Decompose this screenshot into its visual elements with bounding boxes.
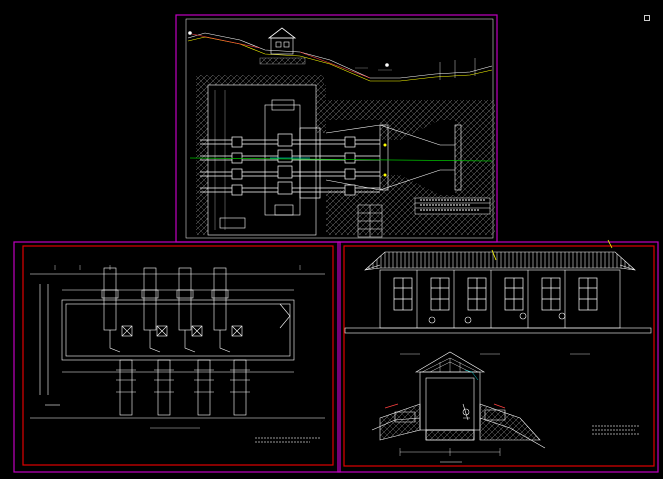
right-sheet-frame bbox=[337, 241, 659, 473]
left-sheet-inner-frame bbox=[22, 245, 334, 466]
left-sheet-frame bbox=[13, 241, 341, 473]
top-sheet[interactable] bbox=[175, 14, 498, 243]
right-sheet-inner-frame bbox=[343, 245, 655, 467]
longitudinal-section bbox=[187, 27, 493, 82]
pump-house-cross-section bbox=[371, 351, 640, 463]
pump-station-plan bbox=[189, 75, 495, 238]
pump-house-elevation bbox=[344, 239, 652, 355]
right-sheet[interactable] bbox=[337, 239, 659, 473]
square-restore-icon[interactable] bbox=[644, 15, 650, 21]
pump-room-plan bbox=[30, 265, 325, 443]
center-axis-line bbox=[189, 157, 493, 162]
pipe-rows bbox=[200, 127, 380, 199]
left-sheet[interactable] bbox=[13, 241, 341, 473]
